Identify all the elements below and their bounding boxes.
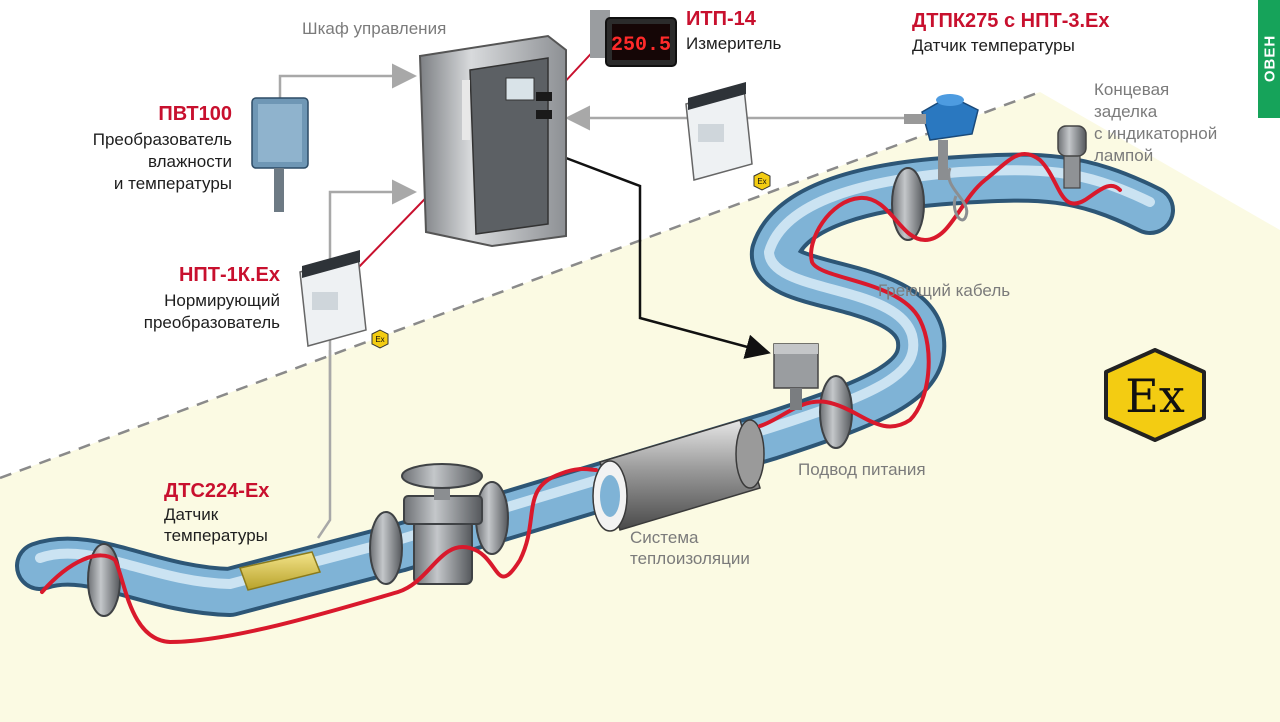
ex-sign-text: Ex [1125,369,1185,423]
itp14-desc: Измеритель [686,34,782,53]
insulation-label-2: теплоизоляции [630,549,750,568]
itp14-display-value: 250.5 [611,34,671,57]
heating-cable [40,152,1122,645]
pvt100-desc-1: Преобразователь [92,130,232,149]
cabinet-label: Шкаф управления [302,19,447,38]
npt1k-desc-2: преобразователь [143,313,280,332]
pipeline [15,152,1175,617]
itp14-title: ИТП-14 [686,8,756,30]
ex-badge-small-2 [753,171,771,191]
power-feed-label: Подвод питания [798,460,926,479]
control-cabinet [418,34,567,248]
brand-strip: ОВЕН [1258,0,1280,118]
dts224-desc-2: температуры [164,526,268,545]
pvt100-desc-3: и температуры [113,174,232,193]
itp14-meter [590,10,677,67]
dtpk275-title: ДТПК275 с НПТ-3.Ex [912,10,1110,32]
npt1k-device [299,250,367,347]
brand-logo-text: ОВЕН [1261,34,1279,83]
pvt100-device [251,97,309,212]
npt1k-desc-1: Нормирующий [164,291,280,310]
heating-cable-label: Греющий кабель [878,281,1011,300]
dts224-title: ДТС224-Ex [164,480,270,502]
end-seal-label-4: лампой [1094,146,1154,165]
valve [401,463,483,585]
end-seal-label-3: с индикаторной [1094,124,1218,143]
power-feed-box [773,343,819,410]
zone-boundary-line [0,90,1041,480]
ex-badge-small-1 [371,329,389,349]
end-seal-label-2: заделка [1094,102,1158,121]
ex-badge-text-1: Ex [375,335,384,344]
dts224-desc-1: Датчик [164,505,219,524]
dtpk275-sensor [904,94,979,222]
npt3-device [685,82,753,181]
ex-hazard-sign [1104,348,1206,442]
pvt100-title: ПВТ100 [158,103,232,125]
dts224-sensor [239,551,322,591]
control-line [565,156,771,359]
dtpk275-desc: Датчик температуры [912,36,1075,55]
npt1k-title: НПТ-1К.Ex [178,264,280,286]
end-seal-label-1: Концевая [1094,80,1170,99]
pvt100-desc-2: влажности [147,152,232,171]
insulation-label-1: Система [630,528,699,547]
ex-badge-text-2: Ex [757,177,766,186]
pipe-flanges [87,167,925,617]
end-seal-lamp [1057,125,1087,189]
insulation-section [592,419,765,532]
